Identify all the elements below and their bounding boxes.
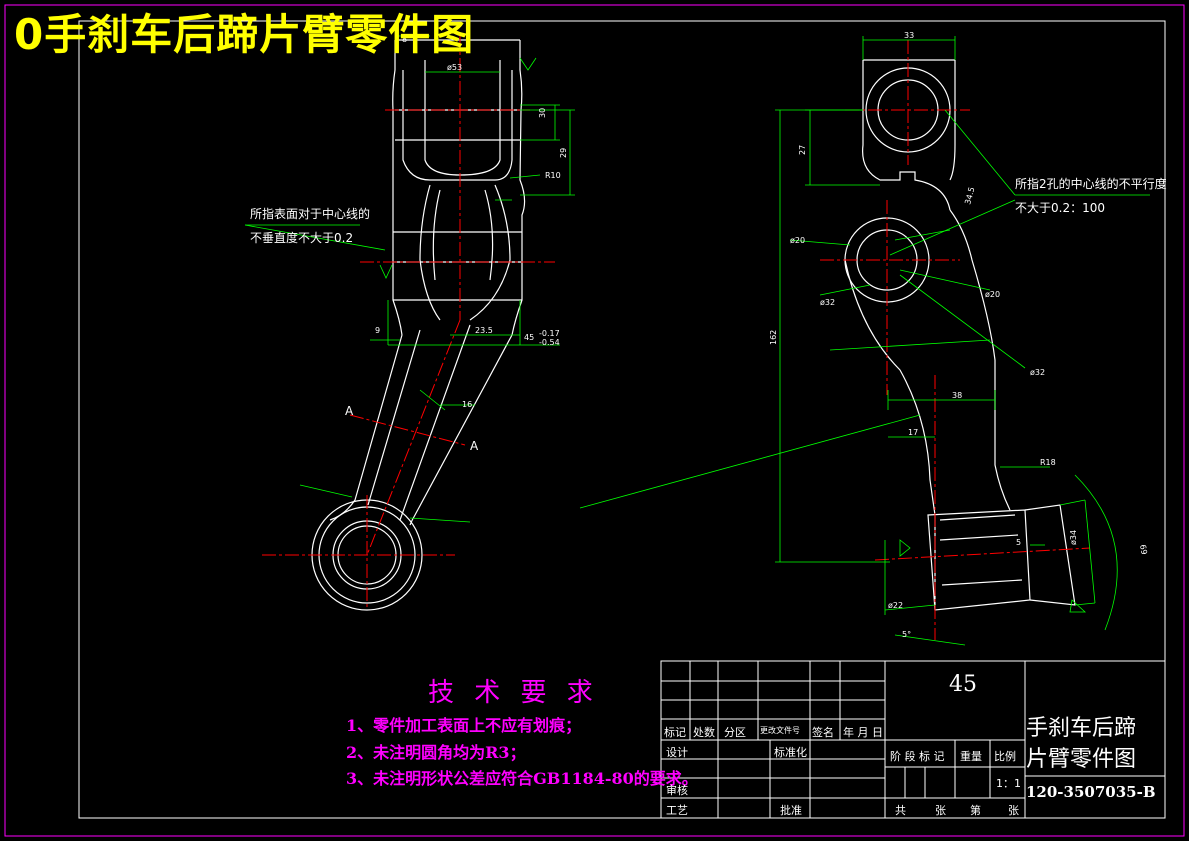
dim-17: 17 <box>908 428 918 437</box>
dim-phi20: ø20 <box>790 236 805 245</box>
note-right-line2: 不大于0.2：100 <box>1015 201 1105 215</box>
tb-label-change-doc: 更改文件号 <box>760 726 800 735</box>
tb-label-process: 工艺 <box>666 804 688 817</box>
dim-29: 29 <box>559 148 568 158</box>
outer-frame <box>4 4 1185 837</box>
dim-9: 9 <box>375 326 380 335</box>
tb-label-weight: 重量 <box>960 750 982 763</box>
tb-scale-value: 1：1 <box>996 777 1021 790</box>
dim-arc69: 69 <box>1138 544 1149 556</box>
tb-label-signature: 签名 <box>812 726 834 739</box>
right-centerlines <box>820 40 1091 640</box>
tb-label-zone: 分区 <box>724 726 746 739</box>
dim-phi34: ø34 <box>1069 530 1078 545</box>
tech-requirement-3: 3、未注明形状公差应符合GB1184-80的要求。 <box>346 769 698 788</box>
dim-16: 16 <box>462 400 472 409</box>
notes: 所指表面对于中心线的 不垂直度不大于0.2 所指2孔的中心线的不平行度 不大于0… <box>250 176 1167 453</box>
title-block <box>660 660 1166 819</box>
dim-tol-upper: -0.17 <box>539 329 560 338</box>
tb-label-sheet: 张 <box>935 804 946 817</box>
dim-33: 33 <box>904 31 914 40</box>
dim-phi32b: ø32 <box>1030 368 1045 377</box>
tb-material: 45 <box>949 672 977 697</box>
dim-tol-lower: -0.54 <box>539 338 560 347</box>
tb-part-name-line1: 手刹车后蹄 <box>1026 716 1137 741</box>
note-left-line2: 不垂直度不大于0.2 <box>250 230 353 245</box>
dim-38: 38 <box>952 391 962 400</box>
tech-requirement-2: 2、未注明圆角均为R3； <box>346 743 526 762</box>
section-label-a1: A <box>345 404 354 418</box>
tech-requirements-heading: 技 术 要 求 <box>428 678 599 708</box>
tb-label-design: 设计 <box>666 746 688 759</box>
dim-30: 30 <box>538 108 547 118</box>
dim-top-left: 8 <box>402 35 407 44</box>
section-label-a2: A <box>470 439 479 453</box>
tb-drawing-code: 120-3507035-B <box>1026 783 1156 801</box>
left-view <box>311 39 526 611</box>
tb-label-standardize: 标准化 <box>774 746 807 759</box>
tech-requirement-1: 1、零件加工表面上不应有划痕； <box>346 716 582 735</box>
dim-23-5: 23.5 <box>475 326 493 335</box>
dim-162: 162 <box>769 330 778 345</box>
left-dimensions <box>244 35 575 523</box>
tb-label-review: 审核 <box>666 784 688 797</box>
tb-label-mark: 标记 <box>664 726 686 739</box>
tb-label-stage-mark: 阶 段 标 记 <box>890 750 945 763</box>
dim-phi20b: ø20 <box>985 290 1000 299</box>
dim-r18: R18 <box>1040 458 1056 467</box>
dim-45: 45 <box>524 333 534 342</box>
tb-label-count: 处数 <box>693 726 715 739</box>
dim-r10: R10 <box>545 171 561 180</box>
dim-bore: ø53 <box>447 63 462 72</box>
drawing-title: 0手刹车后蹄片臂零件图 <box>14 10 475 59</box>
dim-27: 27 <box>798 145 807 155</box>
tb-part-name-line2: 片臂零件图 <box>1026 747 1137 772</box>
tb-label-approve: 批准 <box>780 804 802 817</box>
dimension-labels: 8 ø53 30 29 R10 9 23.5 45 -0.17 -0.54 16… <box>375 31 1149 639</box>
tb-label-date: 年 月 日 <box>843 726 883 739</box>
tb-label-sheet-no: 第 <box>970 804 981 817</box>
surface-symbols <box>379 57 1087 613</box>
dim-angle: 5° <box>902 630 911 639</box>
tb-label-total: 共 <box>895 804 906 817</box>
tb-label-scale: 比例 <box>994 750 1016 763</box>
dim-34-5: 34.5 <box>963 186 976 206</box>
dim-5: 5 <box>1016 538 1021 547</box>
note-right-line1: 所指2孔的中心线的不平行度 <box>1015 176 1167 191</box>
right-view <box>844 59 1076 611</box>
left-centerlines <box>262 35 555 610</box>
inner-frame <box>78 20 1166 819</box>
tb-label-sheet2: 张 <box>1008 804 1019 817</box>
right-dimensions <box>579 36 1150 646</box>
note-left-line1: 所指表面对于中心线的 <box>250 206 370 221</box>
dim-phi22: ø22 <box>888 601 903 610</box>
dim-phi32a: ø32 <box>820 298 835 307</box>
